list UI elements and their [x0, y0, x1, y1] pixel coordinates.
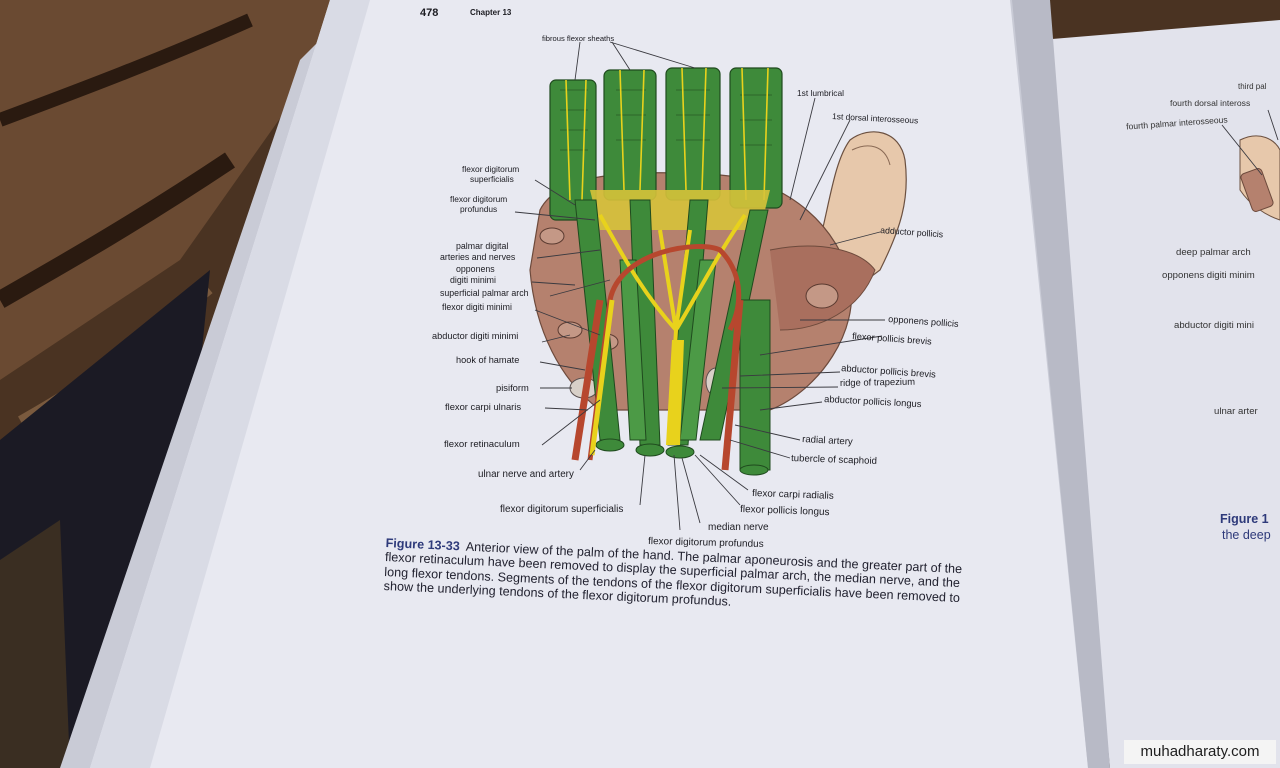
chapter-title: Chapter 13 [470, 8, 512, 17]
label-opponens-dm-line1: opponens [456, 264, 495, 274]
median-nerve [598, 213, 747, 441]
label-1st-lumbrical: 1st lumbrical [797, 88, 844, 98]
label-hook-of-hamate: hook of hamate [456, 355, 519, 365]
label-median-nerve: median nerve [708, 522, 769, 533]
right-label-5: opponens digiti minim [1162, 270, 1255, 281]
label-superficial-palmar-arch: superficial palmar arch [440, 288, 529, 298]
label-opponens-pollicis: opponens pollicis [888, 314, 959, 329]
label-flexor-carpi-radialis: flexor carpi radialis [752, 488, 834, 502]
label-tubercle-of-scaphoid: tubercle of scaphoid [791, 453, 877, 467]
label-fdp-line2: profundus [460, 204, 497, 214]
label-opponens-dm-line2: digiti minimi [450, 275, 496, 285]
label-1st-dorsal-interosseous: 1st dorsal interosseous [832, 111, 919, 125]
label-fdp-line1: flexor digitorum [450, 194, 507, 204]
watermark: muhadharaty.com [1124, 740, 1276, 764]
label-adductor-pollicis: adductor pollicis [880, 225, 944, 239]
label-abductor-pollicis-longus: abductor pollicis longus [824, 393, 922, 409]
label-flexor-digiti-minimi: flexor digiti minimi [442, 302, 512, 312]
label-fds-line2: superficialis [470, 174, 514, 184]
right-label-6: abductor digiti mini [1174, 320, 1254, 331]
right-caption-fragment: the deep [1222, 528, 1271, 542]
right-page [1040, 20, 1280, 768]
label-ulnar-nerve-artery: ulnar nerve and artery [478, 469, 574, 480]
right-label-4: deep palmar arch [1176, 247, 1251, 258]
superficial-palmar-arch [587, 244, 742, 461]
right-label-7: ulnar arter [1214, 406, 1258, 417]
label-flexor-retinaculum: flexor retinaculum [444, 439, 520, 450]
book-gutter [1012, 0, 1110, 768]
label-fds-line1: flexor digitorum [462, 164, 519, 174]
right-label-1: third pal [1238, 82, 1267, 91]
right-label-2: fourth dorsal inteross [1170, 98, 1251, 108]
label-fibrous-flexor-sheaths: fibrous flexor sheaths [542, 34, 614, 43]
figure-labels: fibrous flexor sheaths 1st lumbrical 1st… [432, 34, 959, 550]
hand-illustration [529, 67, 907, 476]
right-figure-fragment: Figure 1 [1220, 512, 1269, 526]
label-flexor-digitorum-superficialis: flexor digitorum superficialis [500, 504, 623, 515]
label-radial-artery: radial artery [802, 434, 853, 448]
label-palmar-digital-line1: palmar digital [456, 241, 508, 251]
label-flexor-pollicis-longus: flexor pollicis longus [740, 504, 830, 518]
label-abductor-digiti-minimi: abductor digiti minimi [432, 331, 518, 341]
label-flexor-carpi-ulnaris: flexor carpi ulnaris [445, 401, 521, 412]
page-number: 478 [420, 7, 438, 19]
label-ridge-of-trapezium: ridge of trapezium [840, 376, 915, 388]
label-flexor-digitorum-profundus: flexor digitorum profundus [648, 536, 764, 550]
label-palmar-digital-line2: arteries and nerves [440, 252, 516, 262]
right-page-figure [1221, 109, 1280, 221]
label-pisiform: pisiform [496, 382, 529, 393]
